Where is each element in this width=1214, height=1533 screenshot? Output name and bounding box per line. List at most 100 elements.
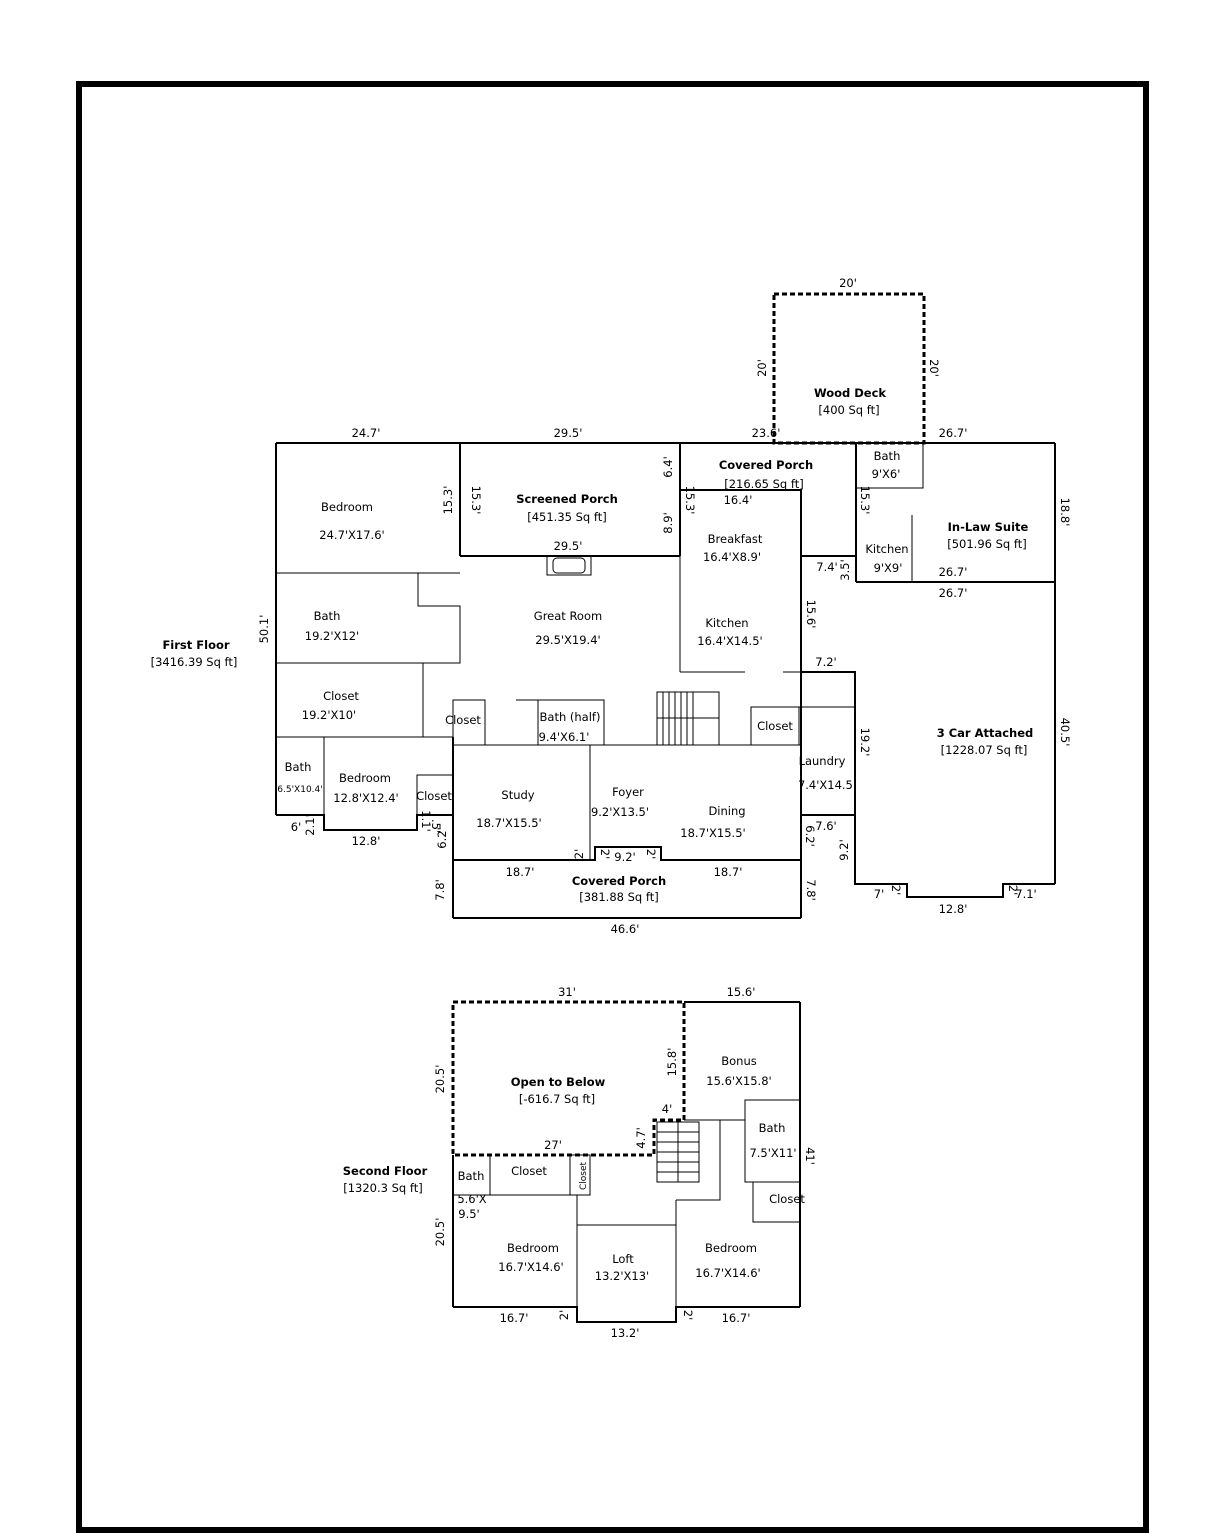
dim-label: 2' bbox=[572, 849, 586, 859]
dim-label: 15.8' bbox=[665, 1048, 679, 1077]
dim-label: 9.2' bbox=[837, 839, 851, 860]
dim-label: 29.5' bbox=[554, 426, 583, 440]
dim-label: 18.7' bbox=[506, 865, 535, 879]
closet-small-name: Closet bbox=[579, 1162, 589, 1191]
first-floor-interior bbox=[276, 443, 924, 860]
wood-deck-area: [400 Sq ft] bbox=[818, 403, 879, 417]
garage-area: [1228.07 Sq ft] bbox=[941, 743, 1028, 757]
bath-right-name: Bath bbox=[759, 1121, 786, 1135]
dim-label: 4.7' bbox=[634, 1127, 648, 1148]
dim-label: 7' bbox=[874, 887, 884, 901]
dim-label: 26.7' bbox=[939, 586, 968, 600]
bonus-size: 15.6'X15.8' bbox=[706, 1074, 771, 1088]
dim-label: 23.6' bbox=[752, 426, 781, 440]
dim-label: 8.9' bbox=[661, 512, 675, 533]
dim-label: .5' bbox=[429, 819, 443, 833]
dim-label: 6.4' bbox=[661, 456, 675, 477]
dim-label: 15.3' bbox=[858, 486, 872, 515]
loft-name: Loft bbox=[612, 1252, 634, 1266]
dim-label: 2' bbox=[644, 849, 658, 859]
dim-label: 1.1' bbox=[419, 810, 433, 831]
bath-half-name: Bath (half) bbox=[540, 710, 601, 724]
closet-4-name: Closet bbox=[757, 719, 793, 733]
suite-kitchen-name: Kitchen bbox=[865, 542, 908, 556]
dim-label: 50.1' bbox=[257, 615, 271, 644]
floor-plan: First Floor [3416.39 Sq ft] Wood Deck [4… bbox=[151, 276, 1072, 1340]
wood-deck-outline bbox=[772, 292, 926, 445]
screened-porch-name: Screened Porch bbox=[516, 492, 618, 506]
dim-label: 24.7' bbox=[352, 426, 381, 440]
dim-label: 3.5' bbox=[838, 559, 852, 580]
dim-label: 20' bbox=[839, 276, 857, 290]
in-law-suite-name: In-Law Suite bbox=[948, 520, 1029, 534]
bath-1-size: 19.2'X12' bbox=[305, 629, 359, 643]
dim-label: 15.3' bbox=[469, 486, 483, 515]
bath-left-size-a: 5.6'X bbox=[457, 1192, 486, 1206]
in-law-suite-area: [501.96 Sq ft] bbox=[947, 537, 1026, 551]
wood-deck-name: Wood Deck bbox=[814, 386, 886, 400]
dim-label: 40.5' bbox=[1058, 718, 1072, 747]
foyer-name: Foyer bbox=[612, 785, 644, 799]
laundry-size: 7.4'X14.5' bbox=[798, 778, 856, 792]
closet-2-name: Closet bbox=[416, 789, 452, 803]
open-below-name: Open to Below bbox=[511, 1075, 606, 1089]
dim-label: 31' bbox=[558, 985, 576, 999]
bedroom-1-name: Bedroom bbox=[321, 500, 373, 514]
dim-label: 16.4' bbox=[724, 493, 753, 507]
dim-label: 15.3' bbox=[683, 486, 697, 515]
dim-label: 27' bbox=[544, 1138, 562, 1152]
dim-label: 6.2' bbox=[803, 825, 817, 846]
dining-name: Dining bbox=[708, 804, 745, 818]
dim-label: 26.7' bbox=[939, 565, 968, 579]
breakfast-name: Breakfast bbox=[708, 532, 763, 546]
dim-label: 2.1' bbox=[303, 814, 317, 835]
dim-label: 20.5' bbox=[433, 1218, 447, 1247]
bedroom-right-size: 16.7'X14.6' bbox=[695, 1266, 760, 1280]
screened-porch-area: [451.35 Sq ft] bbox=[527, 510, 606, 524]
dining-size: 18.7'X15.5' bbox=[680, 826, 745, 840]
suite-bath-name: Bath bbox=[874, 449, 901, 463]
dim-label: 18.7' bbox=[714, 865, 743, 879]
dim-label: 2' bbox=[681, 1310, 695, 1320]
open-below-area: [-616.7 Sq ft] bbox=[519, 1092, 595, 1106]
laundry-name: Laundry bbox=[799, 754, 846, 768]
dim-label: 46.6' bbox=[611, 922, 640, 936]
great-room-size: 29.5'X19.4' bbox=[535, 633, 600, 647]
dim-label: 29.5' bbox=[554, 539, 583, 553]
dim-label: 15.6' bbox=[727, 985, 756, 999]
covered-porch-front-area: [381.88 Sq ft] bbox=[579, 890, 658, 904]
study-name: Study bbox=[501, 788, 534, 802]
dim-label: 7.8' bbox=[433, 879, 447, 900]
first-floor-labels: First Floor [3416.39 Sq ft] Wood Deck [4… bbox=[151, 386, 1034, 904]
dim-label: 9.2' bbox=[614, 850, 635, 864]
covered-porch-front-name: Covered Porch bbox=[572, 874, 666, 888]
study-size: 18.7'X15.5' bbox=[476, 816, 541, 830]
dim-label: 20' bbox=[755, 359, 769, 377]
second-floor-area: [1320.3 Sq ft] bbox=[343, 1181, 422, 1195]
bath-left-name: Bath bbox=[458, 1169, 485, 1183]
bath-right-size: 7.5'X11' bbox=[749, 1146, 796, 1160]
second-floor-dimensions: 31' 15.6' 20.5' 15.8' 4' 4.7' 27' 41' 20… bbox=[433, 985, 817, 1340]
dim-label: 18.8' bbox=[1058, 498, 1072, 527]
bedroom-left-name: Bedroom bbox=[507, 1241, 559, 1255]
bedroom-1-size: 24.7'X17.6' bbox=[319, 528, 384, 542]
dim-label: 4' bbox=[662, 1102, 672, 1116]
bath-2-size: 6.5'X10.4' bbox=[277, 785, 322, 795]
foyer-size: 9.2'X13.5' bbox=[591, 805, 649, 819]
first-floor-title: First Floor bbox=[162, 638, 229, 652]
covered-porch-back-area: [216.65 Sq ft] bbox=[724, 477, 803, 491]
closet-left-name: Closet bbox=[511, 1164, 547, 1178]
dim-label: 12.8' bbox=[939, 902, 968, 916]
closet-1-name: Closet bbox=[323, 689, 359, 703]
dim-label: 19.2' bbox=[858, 728, 872, 757]
bedroom-left-size: 16.7'X14.6' bbox=[498, 1260, 563, 1274]
dim-label: 20' bbox=[927, 359, 941, 377]
covered-porch-back-name: Covered Porch bbox=[719, 458, 813, 472]
kitchen-name: Kitchen bbox=[705, 616, 748, 630]
dim-label: 7.2' bbox=[815, 655, 836, 669]
dim-label: 26.7' bbox=[939, 426, 968, 440]
second-floor-interior bbox=[453, 1099, 801, 1307]
kitchen-size: 16.4'X14.5' bbox=[697, 634, 762, 648]
suite-bath-size: 9'X6' bbox=[872, 467, 901, 481]
closet-right-name: Closet bbox=[769, 1192, 805, 1206]
